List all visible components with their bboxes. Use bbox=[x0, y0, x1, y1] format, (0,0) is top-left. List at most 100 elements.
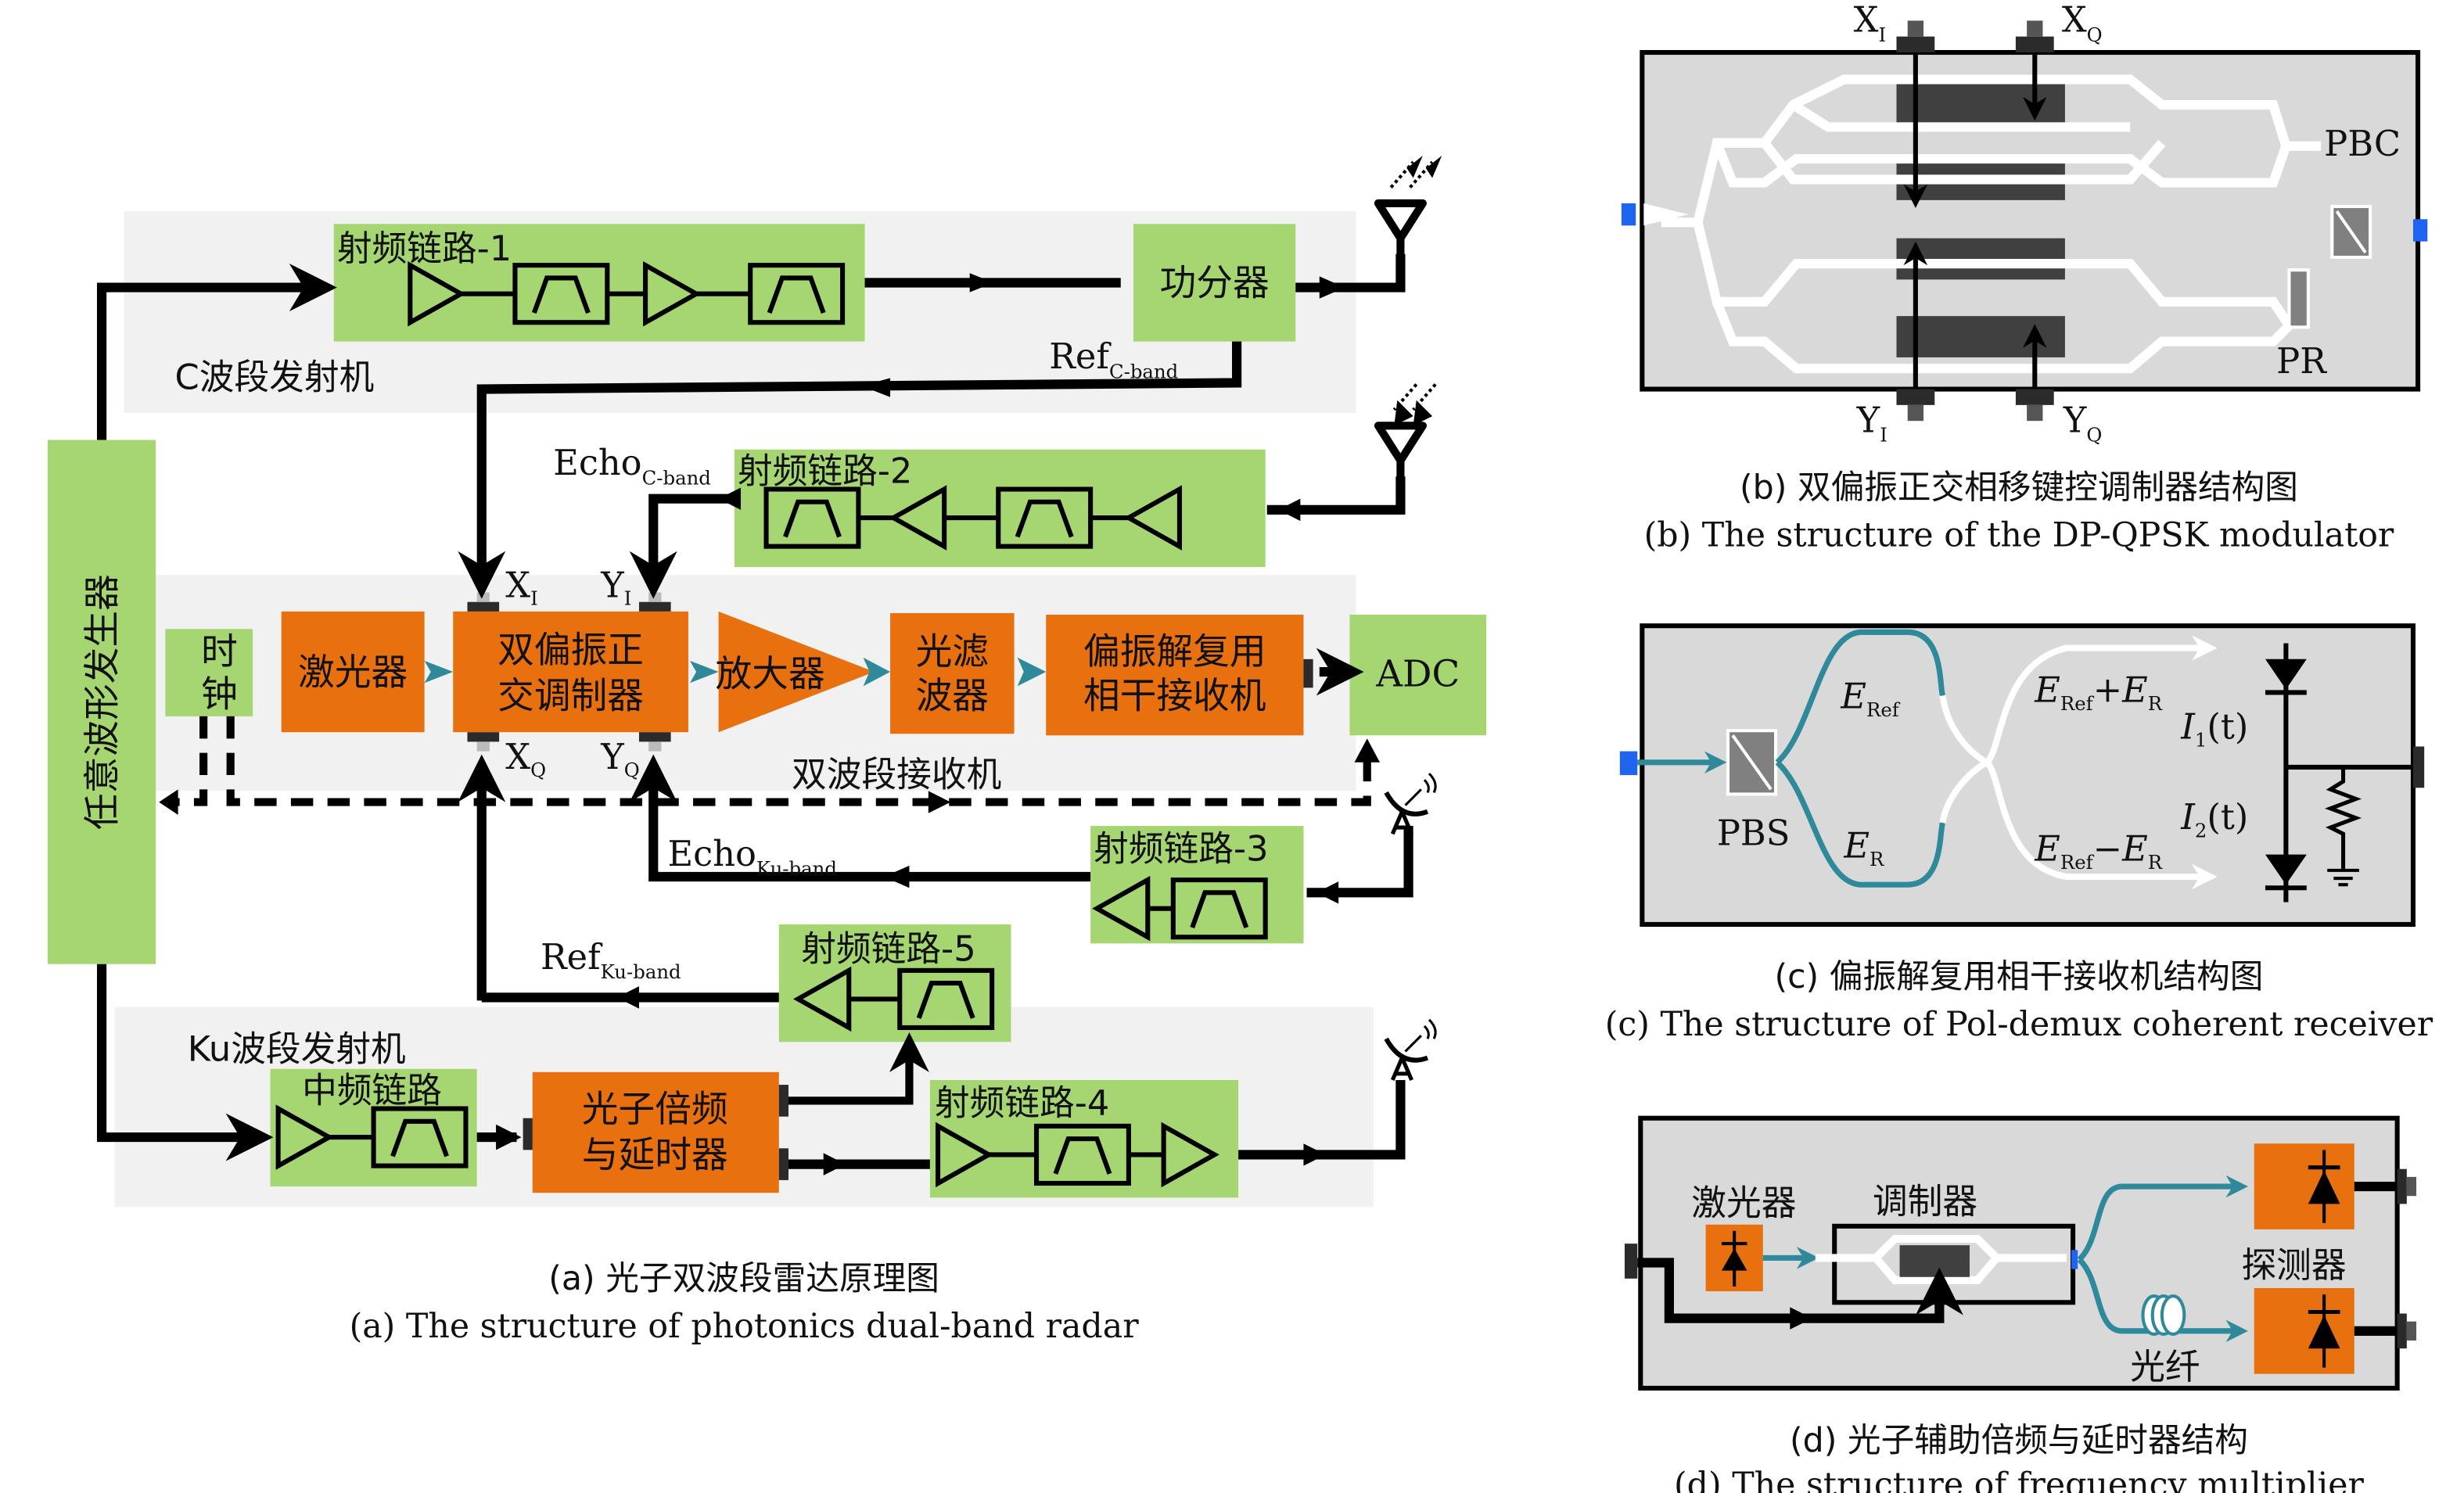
i2-label: I2(t) bbox=[2180, 797, 2248, 842]
arbitrary-waveform-generator-block bbox=[47, 440, 156, 964]
port-yq-label: YQ bbox=[2063, 400, 2103, 446]
panel-c-caption-zh: (c) 偏振解复用相干接收机结构图 bbox=[1774, 957, 2263, 996]
clock-label-line1: 时 bbox=[201, 631, 238, 673]
port-xq-label: XQ bbox=[505, 737, 546, 781]
clock-block bbox=[165, 629, 253, 716]
awg-label: 任意波形发生器 bbox=[81, 574, 124, 830]
detector-output-ports bbox=[2354, 1168, 2417, 1349]
optical-filter-label-line2: 波器 bbox=[916, 676, 989, 718]
echo-c-band-label: EchoC-band bbox=[553, 443, 711, 489]
photonic-multiplier-label-line2: 与延时器 bbox=[582, 1135, 728, 1177]
signal-wires bbox=[96, 253, 1413, 1175]
ref-ku-band-label: RefKu-band bbox=[541, 937, 681, 983]
pbc-diagonal bbox=[2335, 210, 2367, 254]
rf-chain-5-block bbox=[778, 924, 1011, 1043]
pbs-diagonal bbox=[1731, 734, 1773, 791]
if-chain-components bbox=[278, 1109, 466, 1166]
rf-chain-2-components bbox=[767, 490, 1180, 547]
optical-arrow bbox=[863, 657, 891, 687]
output-port-icon bbox=[2412, 219, 2428, 242]
dual-band-receiver-label: 双波段接收机 bbox=[792, 754, 1001, 795]
rf-chain-1-components bbox=[410, 265, 842, 322]
echo-ku-band-label: EchoKu-band bbox=[668, 834, 837, 880]
if-chain-label: 中频链路 bbox=[302, 1070, 442, 1111]
receiver-output-port bbox=[2412, 746, 2425, 788]
i1-label: I1(t) bbox=[2180, 706, 2248, 751]
port-yi-label: YI bbox=[600, 565, 631, 610]
rf-drive-arrow bbox=[1790, 1307, 1812, 1330]
optical-filter-label-line1: 光滤 bbox=[916, 631, 989, 673]
pr-icon bbox=[2287, 268, 2310, 329]
panel-d-frequency-multiplier: 激光器 调制器 光纤 探测器 bbox=[1624, 1115, 2417, 1493]
dp-qpsk-label-line2: 交调制器 bbox=[497, 676, 644, 718]
panel-d-caption-en: (d) The structure of frequency multiplie… bbox=[1674, 1466, 2364, 1493]
photodetector-1-block bbox=[2254, 1143, 2354, 1229]
modulator-electrode bbox=[1899, 1245, 1970, 1277]
optical-arrow bbox=[1017, 657, 1047, 687]
panel-b-caption-en: (b) The structure of the DP-QPSK modulat… bbox=[1644, 516, 2394, 555]
modulator-output-port bbox=[2071, 1250, 2078, 1269]
multiplier-output-port-1 bbox=[778, 1085, 788, 1117]
laser-diode-icon bbox=[1721, 1230, 1747, 1287]
panel-b-dpqpsk-modulator: XI XQ YI YQ PBC PR (b) 双偏振正交相移键控调制器结构图 (… bbox=[1621, 0, 2428, 555]
panel-c-caption-en: (c) The structure of Pol-demux coherent … bbox=[1605, 1005, 2433, 1044]
photodetector-2-block bbox=[2254, 1288, 2354, 1374]
panel-b-caption-zh: (b) 双偏振正交相移键控调制器结构图 bbox=[1740, 468, 2298, 508]
pbc-label: PBC bbox=[2324, 124, 2401, 164]
optical-arrow bbox=[424, 660, 454, 684]
optical-filter-block bbox=[890, 612, 1015, 734]
port-yq-label: YQ bbox=[600, 737, 640, 781]
upper-fiber bbox=[2077, 1175, 2249, 1262]
rf-drive-wire bbox=[1637, 1258, 1963, 1323]
optical-arrow bbox=[690, 660, 719, 684]
rf-chain-2-label: 射频链路-2 bbox=[738, 450, 912, 491]
panel-a-radar-diagram: C波段发射机 双波段接收机 Ku波段发射机 任意波形发生器 射频链路-1 功分器 bbox=[47, 156, 1487, 1346]
c-band-rx-antenna-icon bbox=[1378, 383, 1437, 479]
coupler-upper bbox=[1939, 635, 2218, 766]
pbs-label: PBS bbox=[1717, 813, 1791, 853]
coupler-lower bbox=[1939, 758, 2218, 890]
dp-qpsk-modulator-block bbox=[453, 611, 688, 733]
coherent-receiver-block bbox=[1046, 614, 1304, 736]
e-r-fiber bbox=[1775, 760, 1945, 888]
receiver-output-port bbox=[1303, 659, 1313, 688]
rf-chain-3-components bbox=[1097, 880, 1265, 937]
input-port-icon bbox=[1621, 203, 1636, 226]
power-divider-block bbox=[1133, 224, 1296, 342]
rf-chain-1-label: 射频链路-1 bbox=[337, 228, 512, 269]
adc-label: ADC bbox=[1375, 653, 1460, 695]
pr-label: PR bbox=[2276, 341, 2327, 382]
adc-block bbox=[1349, 614, 1487, 736]
clock-label-line2: 钟 bbox=[201, 674, 238, 716]
e-r-label: ER bbox=[1843, 826, 1884, 870]
rf-chain-5-components bbox=[798, 971, 992, 1028]
multiplier-output-port-2 bbox=[778, 1148, 788, 1180]
port-yi-label: YI bbox=[1856, 400, 1888, 446]
multiplier-input-port bbox=[523, 1118, 533, 1150]
photonic-multiplier-label-line1: 光子倍频 bbox=[582, 1089, 728, 1131]
sum-field-label: ERef+ER bbox=[2034, 670, 2163, 715]
port-xq-label: XQ bbox=[2062, 0, 2103, 46]
panel-c-coherent-receiver: PBS ERef ER ERef+ER ERef−ER I1(t) I2(t) … bbox=[1605, 623, 2433, 1044]
photonic-multiplier-block bbox=[532, 1071, 779, 1193]
ku-band-transmitter-label: Ku波段发射机 bbox=[188, 1029, 406, 1070]
c-band-transmitter-label: C波段发射机 bbox=[175, 357, 375, 398]
rf-chain-3-label: 射频链路-3 bbox=[1094, 829, 1268, 870]
ref-c-band-label: RefC-band bbox=[1049, 336, 1178, 382]
rf-chain-4-components bbox=[938, 1126, 1215, 1183]
input-arrow bbox=[1643, 203, 1689, 226]
laser-block bbox=[281, 611, 425, 733]
fiber-spool-icon bbox=[2141, 1294, 2186, 1336]
coherent-receiver-label-line1: 偏振解复用 bbox=[1083, 631, 1266, 673]
optical-amplifier-block bbox=[718, 611, 875, 733]
power-divider-label: 功分器 bbox=[1160, 263, 1270, 305]
diff-field-label: ERef−ER bbox=[2034, 829, 2163, 874]
port-xi-label: XI bbox=[1854, 0, 1886, 46]
c-band-tx-antenna-icon bbox=[1378, 156, 1442, 257]
rf-chain-4-label: 射频链路-4 bbox=[935, 1083, 1109, 1124]
modulator-label: 调制器 bbox=[1873, 1182, 1977, 1222]
coherent-receiver-label-line2: 相干接收机 bbox=[1083, 676, 1266, 718]
input-port-icon bbox=[1619, 751, 1638, 776]
dp-qpsk-label-line1: 双偏振正 bbox=[497, 630, 644, 672]
